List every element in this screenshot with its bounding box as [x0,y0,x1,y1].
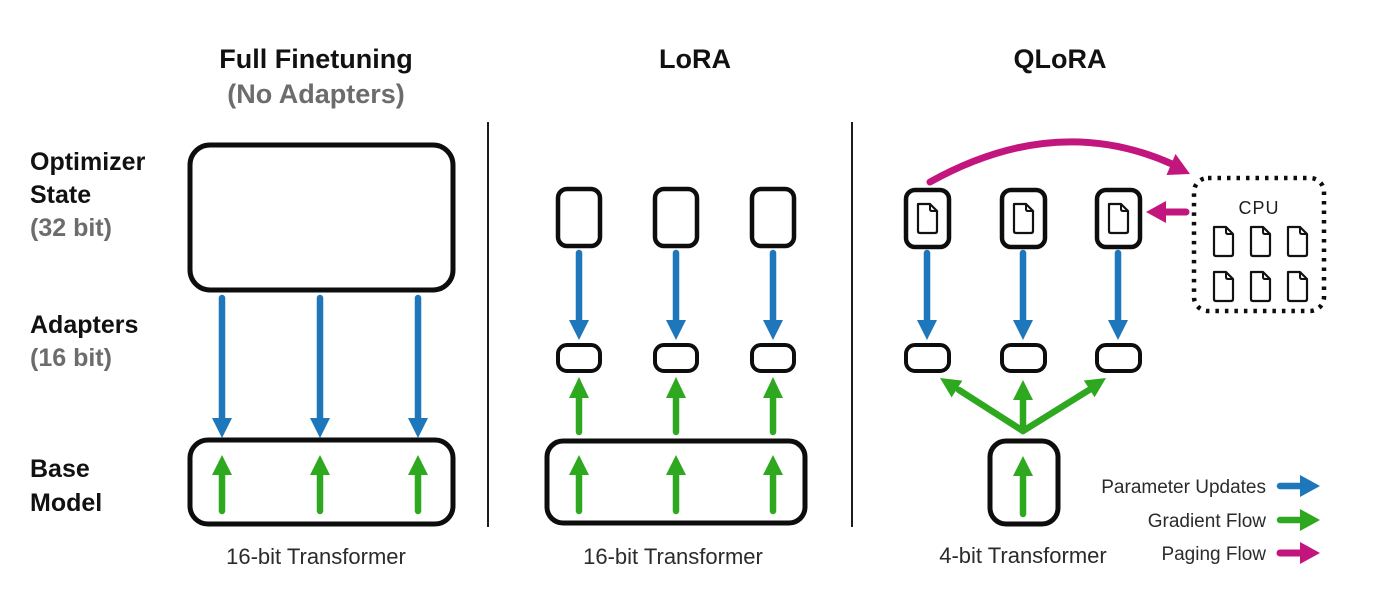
lora-adapter-box-2 [653,343,699,373]
qlora-gradient-arrow-middle [1013,380,1033,435]
lora-adapter-box-1 [556,343,602,373]
adapters-label-line2: (16 bit) [30,344,112,372]
lora-gradient-arrow-in-2 [666,455,686,515]
legend-label-parameter-updates: Parameter Updates [1101,477,1266,498]
lora-bottom-label: 16-bit Transformer [583,544,763,569]
column-title-lora: LoRA [659,44,731,74]
qlora-adapter-box-2 [1000,343,1047,373]
row-label-optimizer-state: Optimizer State (32 bit) [30,148,146,242]
qlora-parameter-update-arrow-1 [917,249,937,340]
page-icon [916,202,939,235]
ff-gradient-arrow-2 [310,455,330,515]
lora-parameter-update-arrow-1 [569,249,589,340]
column-title-qlora: QLoRA [1014,44,1107,74]
column-subtitle-no-adapters: (No Adapters) [227,79,405,109]
legend-blue-arrow-icon [1276,475,1320,497]
qlora-gradient-arrow-right [1019,378,1106,435]
qlora-paging-flow-return-arrow [1146,201,1190,223]
ff-bottom-label: 16-bit Transformer [226,544,406,569]
ff-parameter-update-arrow-3 [408,294,428,438]
optimizer-label-line2: State [30,181,91,209]
page-icon [1286,270,1309,303]
cpu-box: CPU [1191,175,1327,314]
qlora-gradient-arrow-in [1013,456,1033,518]
qlora-gradient-arrow-left [940,378,1027,435]
column-title-full-finetuning: Full Finetuning [219,44,412,74]
ff-parameter-update-arrow-2 [310,294,330,438]
lora-adapter-box-3 [750,343,796,373]
legend-magenta-arrow-icon [1276,542,1320,564]
base-label-line2: Model [30,489,102,517]
lora-parameter-update-arrow-3 [763,249,783,340]
ff-gradient-arrow-3 [408,455,428,515]
lora-gradient-arrow-in-1 [569,455,589,515]
lora-gradient-arrow-in-3 [763,455,783,515]
qlora-bottom-label: 4-bit Transformer [939,543,1107,568]
page-icon [1212,225,1235,258]
qlora-parameter-update-arrow-2 [1013,249,1033,340]
cpu-label: CPU [1238,198,1279,218]
lora-optimizer-box-3 [749,186,797,249]
legend-label-gradient-flow: Gradient Flow [1148,511,1267,532]
legend-green-arrow-icon [1276,509,1320,531]
ff-optimizer-state-box [187,142,456,293]
qlora-parameter-update-arrow-3 [1108,249,1128,340]
page-icon [1012,202,1035,235]
page-icon [1249,270,1272,303]
page-icon [1107,202,1130,235]
column-qlora: CPU [903,138,1327,568]
optimizer-label-line3: (32 bit) [30,214,112,242]
lora-optimizer-box-2 [652,186,700,249]
qlora-paging-flow-curve-arrow [926,138,1190,186]
row-label-adapters: Adapters (16 bit) [30,311,138,372]
page-icon [1212,270,1235,303]
column-full-finetuning: 16-bit Transformer [187,142,456,569]
ff-parameter-update-arrow-1 [212,294,232,438]
legend-label-paging-flow: Paging Flow [1161,544,1266,565]
legend: Parameter Updates Gradient Flow Paging F… [1101,475,1320,565]
lora-gradient-arrow-up-1 [569,377,589,436]
lora-parameter-update-arrow-2 [666,249,686,340]
qlora-adapter-box-1 [904,343,951,373]
qlora-adapter-box-3 [1095,343,1142,373]
page-icon [1249,225,1272,258]
lora-optimizer-box-1 [555,186,603,249]
column-lora: 16-bit Transformer [544,186,808,569]
lora-gradient-arrow-up-3 [763,377,783,436]
lora-gradient-arrow-up-2 [666,377,686,436]
base-label-line1: Base [30,455,90,483]
ff-gradient-arrow-1 [212,455,232,515]
adapters-label-line1: Adapters [30,311,138,339]
row-label-base-model: Base Model [30,455,102,517]
optimizer-label-line1: Optimizer [30,148,146,176]
page-icon [1286,225,1309,258]
